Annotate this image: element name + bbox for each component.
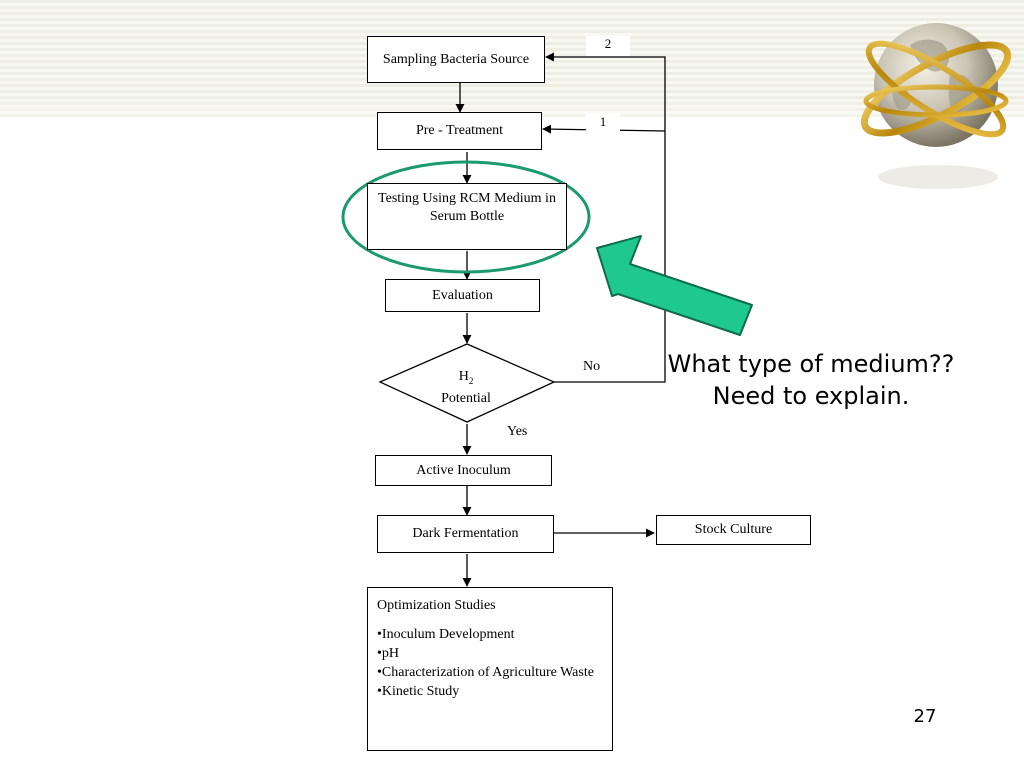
decision-subscript: 2 [468, 375, 474, 386]
list-item: Inoculum Development [377, 625, 603, 644]
decision-diamond [378, 343, 556, 423]
list-item: Kinetic Study [377, 682, 603, 701]
annotation-line-2: Need to explain. [712, 382, 910, 410]
optimization-list: Inoculum Development pH Characterization… [377, 625, 603, 701]
globe-icon [850, 5, 1024, 205]
node-sampling-bacteria-source: Sampling Bacteria Source [367, 36, 545, 83]
label-no: No [583, 359, 601, 374]
decision-potential-label: Potential [441, 390, 491, 406]
decision-h2-potential: H2 Potential [410, 368, 522, 407]
node-dark-fermentation: Dark Fermentation [377, 515, 554, 553]
page-number: 27 [913, 706, 937, 727]
node-testing-rcm-medium: Testing Using RCM Medium in Serum Bottle [367, 183, 567, 250]
list-item: pH [377, 644, 603, 663]
highlight-arrow-icon [596, 235, 753, 336]
list-item: Characterization of Agriculture Waste [377, 663, 603, 682]
optimization-title: Optimization Studies [377, 598, 496, 613]
node-evaluation: Evaluation [385, 279, 540, 312]
optimization-studies-box: Optimization Studies Inoculum Developmen… [367, 587, 613, 751]
loop-label-1: 1 [586, 113, 620, 131]
highlight-ellipse [341, 160, 591, 274]
annotation-line-1: What type of medium?? [667, 350, 955, 378]
loop-label-2: 2 [586, 36, 630, 56]
annotation-text: What type of medium?? Need to explain. [655, 348, 967, 412]
node-pre-treatment: Pre - Treatment [377, 112, 542, 150]
node-active-inoculum: Active Inoculum [375, 455, 552, 486]
label-yes: Yes [507, 424, 528, 439]
node-stock-culture: Stock Culture [656, 515, 811, 545]
decision-h-label: H [458, 369, 469, 384]
